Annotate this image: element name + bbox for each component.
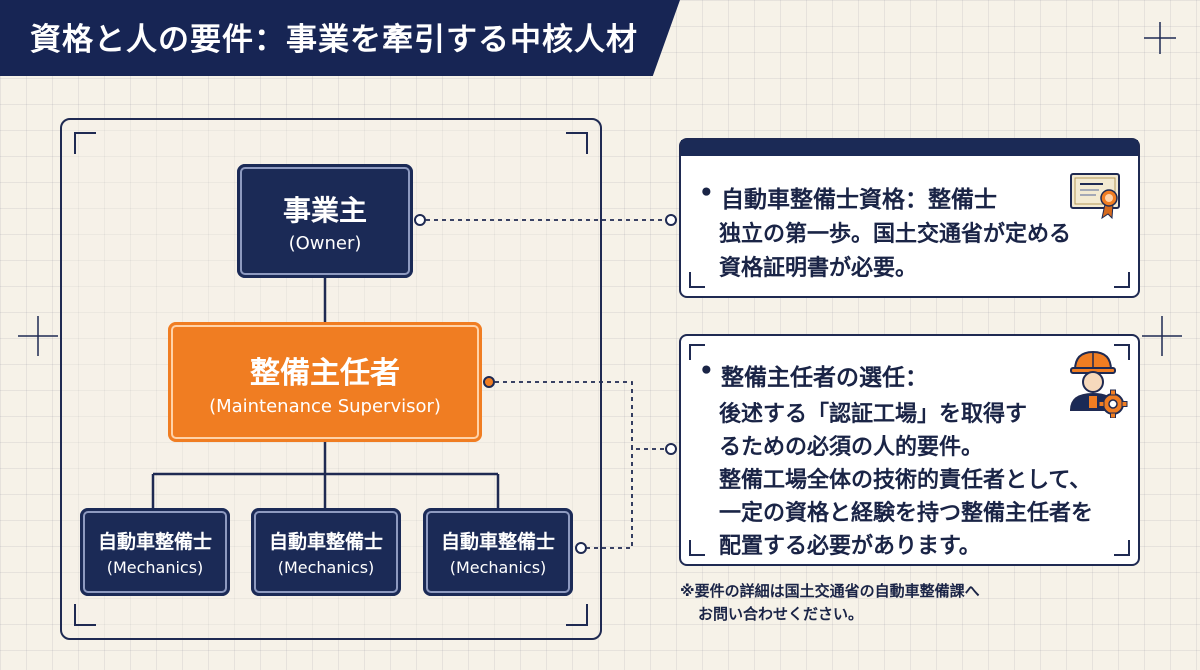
owner-callout-dot [414,214,426,226]
card2-corner-tr [1114,344,1130,360]
mechanic-1-label-en: (Mechanics) [106,558,204,577]
card-corner-br [1114,272,1130,288]
mechanics-callout-dot [575,542,587,554]
mechanic-card-line-2: 資格証明書が必要。 [719,256,918,281]
supervisor-label-ja: 整備主任者 [250,355,400,391]
supervisor-card-line-1: 後述する「認証工場」を取得す [719,402,1028,427]
card2-corner-tl [689,344,705,360]
worker-gear-icon [1069,350,1128,418]
supervisor-label-en: (Maintenance Supervisor) [209,395,441,417]
mechanic-card-bullet: • [699,180,714,206]
card-corner-bl [689,272,705,288]
mechanic-node-1: 自動車整備士 (Mechanics) [80,508,230,596]
certificate-icon [1070,173,1120,220]
card2-corner-bl [689,540,705,556]
mechanic-node-2: 自動車整備士 (Mechanics) [251,508,401,596]
supervisor-card-dot [665,443,677,455]
frame-corner-tl [74,132,96,154]
mechanic-2-label-ja: 自動車整備士 [268,531,383,553]
footnote-line-2: お問い合わせください。 [698,605,864,623]
supervisor-card-line-4: 一定の資格と経験を持つ整備主任者を [719,501,1094,526]
mechanic-card-line-1: 独立の第一歩。国土交通省が定める [719,222,1072,247]
owner-node: 事業主 (Owner) [237,164,413,278]
owner-label-ja: 事業主 [282,193,367,227]
card-header-strip [681,140,1138,156]
supervisor-card-line-3: 整備工場全体の技術的責任者として、 [719,468,1092,493]
frame-corner-br [566,604,588,626]
supervisor-callout-line [495,381,668,450]
mechanic-node-3: 自動車整備士 (Mechanics) [423,508,573,596]
crosshair-right [1142,316,1182,356]
crosshair-left [18,316,58,356]
page-title: 資格と人の要件：事業を牽引する中核人材 [30,22,638,58]
mechanic-card-dot [665,214,677,226]
owner-label-en: (Owner) [288,232,362,254]
supervisor-card-line-2: るための必須の人的要件。 [719,435,984,460]
frame-corner-bl [74,604,96,626]
mechanics-callout-line [586,449,633,549]
supervisor-node: 整備主任者 (Maintenance Supervisor) [168,322,482,442]
mechanic-3-label-ja: 自動車整備士 [440,531,555,553]
supervisor-card-bullet: • [699,358,714,384]
mechanic-3-label-en: (Mechanics) [449,558,547,577]
mechanic-1-label-ja: 自動車整備士 [97,531,212,553]
mechanic-card-title: 自動車整備士資格：整備士 [721,187,997,213]
frame-corner-tr [566,132,588,154]
supervisor-card-line-5: 配置する必要があります。 [719,534,981,559]
supervisor-callout-dot [483,376,495,388]
mechanic-2-label-en: (Mechanics) [277,558,375,577]
supervisor-appointment-card: • 整備主任者の選任： 後述する「認証工場」を取得す るための必須の人的要件。 … [679,334,1140,566]
title-banner [0,0,680,76]
mechanic-qualification-card: • 自動車整備士資格：整備士 独立の第一歩。国土交通省が定める 資格証明書が必要… [679,138,1140,298]
card2-corner-br [1114,540,1130,556]
footnote-line-1: ※要件の詳細は国土交通省の自動車整備課へ [680,582,980,600]
crosshair-top-right [1144,22,1176,54]
supervisor-card-title: 整備主任者の選任： [721,365,928,391]
